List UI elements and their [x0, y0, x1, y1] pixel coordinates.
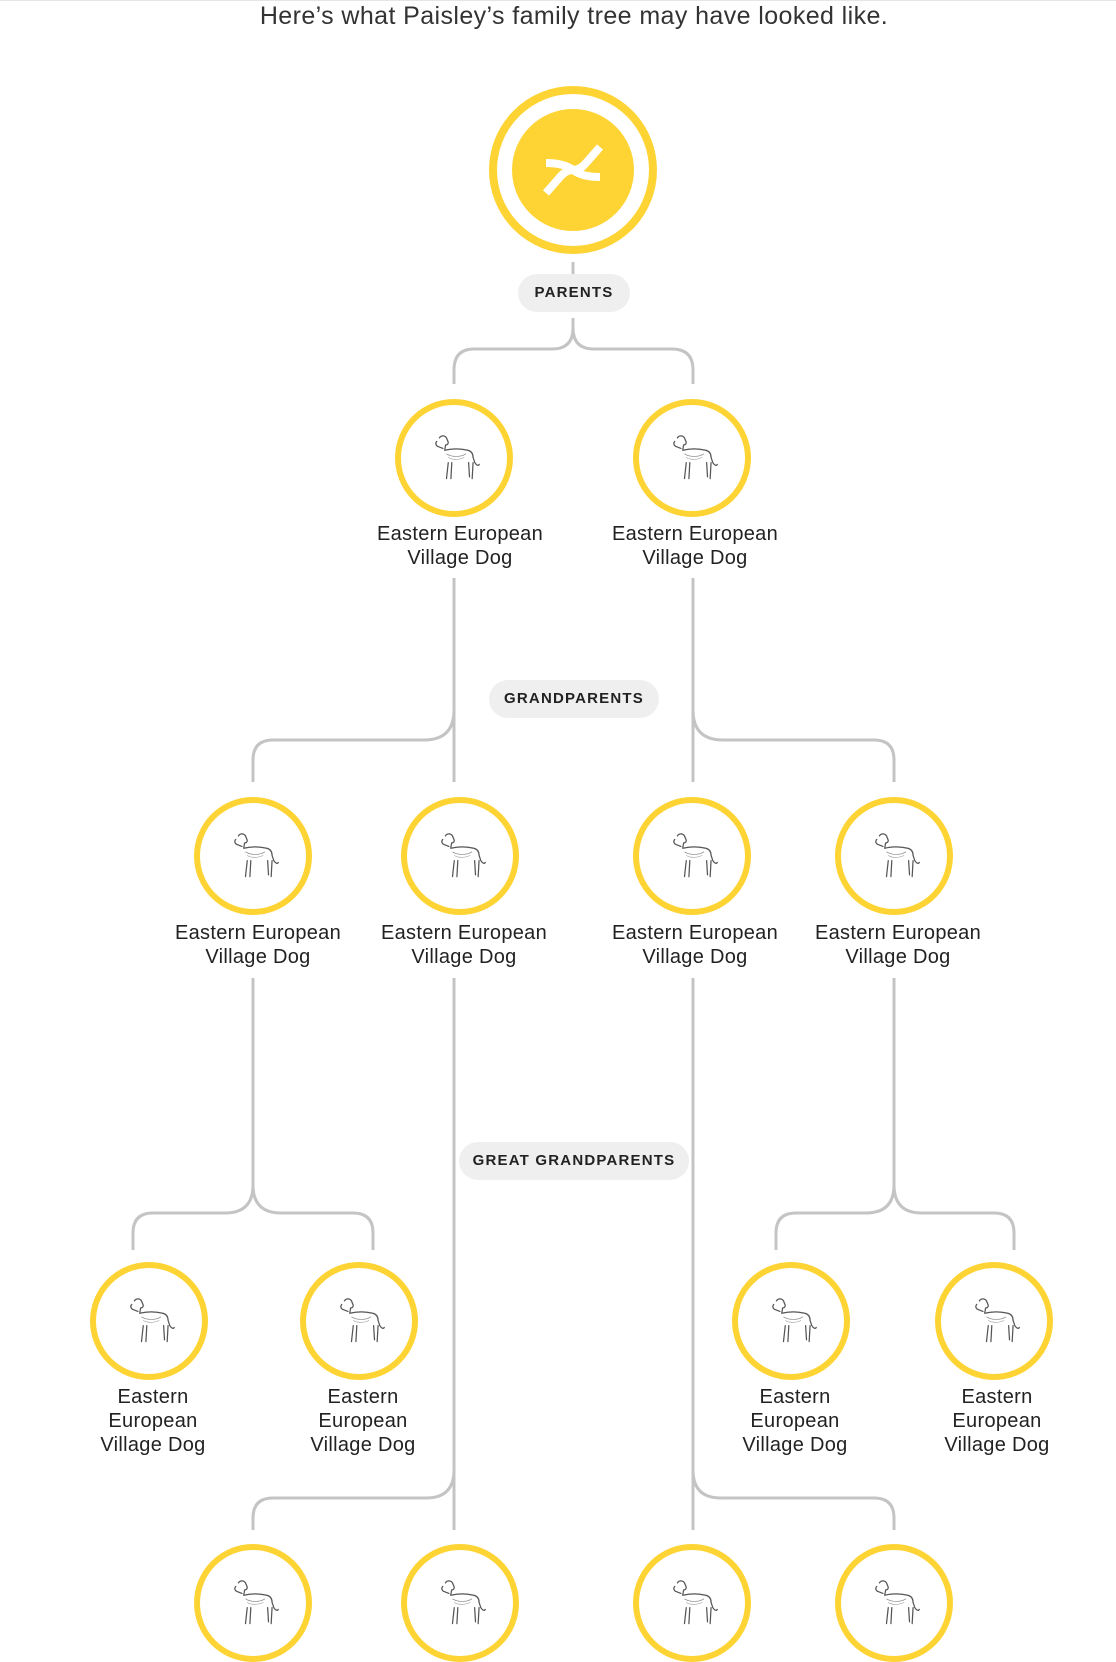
grandparent-circle-2	[401, 797, 519, 915]
great-grandparent-circle-2	[300, 1262, 418, 1380]
dog-icon	[673, 435, 718, 480]
parent-label-1: Eastern European Village Dog	[376, 523, 544, 569]
great-grandparent-circle-6	[401, 1544, 519, 1662]
grandparent-node-3[interactable]	[633, 797, 751, 915]
great-grandparent-circle-7	[633, 1544, 751, 1662]
dog-icon	[975, 1298, 1020, 1343]
great-grandparent-node-2[interactable]	[300, 1262, 418, 1380]
grandparent-label-3: Eastern European Village Dog	[611, 922, 779, 968]
grandparent-label-2: Eastern European Village Dog	[380, 922, 548, 968]
dog-icon	[875, 833, 920, 878]
dog-icon	[441, 833, 486, 878]
grandparent-node-1[interactable]	[194, 797, 312, 915]
great-grandparent-node-5[interactable]	[194, 1544, 312, 1662]
dog-icon	[130, 1298, 175, 1343]
great-grandparent-label-1: Eastern European Village Dog	[100, 1386, 206, 1456]
grandparent-node-4[interactable]	[835, 797, 953, 915]
great-grandparent-node-3[interactable]	[732, 1262, 850, 1380]
section-label-parents: PARENTS	[518, 274, 630, 312]
dog-icon	[875, 1580, 920, 1625]
section-label-grandparents: GRANDPARENTS	[489, 680, 659, 718]
great-grandparent-label-2: Eastern European Village Dog	[310, 1386, 416, 1456]
great-grandparent-circle-8	[835, 1544, 953, 1662]
dog-icon	[234, 833, 279, 878]
dog-icon	[435, 435, 480, 480]
great-grandparent-node-4[interactable]	[935, 1262, 1053, 1380]
page-headline: Here’s what Paisley’s family tree may ha…	[259, 2, 889, 30]
root-dog-node[interactable]	[489, 86, 657, 254]
parent-label-2: Eastern European Village Dog	[611, 523, 779, 569]
grandparent-node-2[interactable]	[401, 797, 519, 915]
section-label-great-grandparents: GREAT GRANDPARENTS	[459, 1142, 689, 1180]
embark-logo-icon	[542, 144, 604, 196]
great-grandparent-label-4: Eastern European Village Dog	[944, 1386, 1050, 1456]
grandparent-label-1: Eastern European Village Dog	[174, 922, 342, 968]
grandparent-circle-4	[835, 797, 953, 915]
dog-icon	[441, 1580, 486, 1625]
great-grandparent-circle-4	[935, 1262, 1053, 1380]
root-inner-circle	[512, 109, 634, 231]
parent-circle-1	[395, 399, 513, 517]
great-grandparent-label-3: Eastern European Village Dog	[742, 1386, 848, 1456]
grandparent-circle-3	[633, 797, 751, 915]
dog-icon	[234, 1580, 279, 1625]
great-grandparent-node-6[interactable]	[401, 1544, 519, 1662]
parent-node-2[interactable]	[633, 399, 751, 517]
dog-icon	[340, 1298, 385, 1343]
parent-circle-2	[633, 399, 751, 517]
great-grandparent-circle-5	[194, 1544, 312, 1662]
great-grandparent-circle-1	[90, 1262, 208, 1380]
dog-icon	[673, 833, 718, 878]
parent-node-1[interactable]	[395, 399, 513, 517]
grandparent-circle-1	[194, 797, 312, 915]
top-divider	[0, 0, 1116, 1]
dog-icon	[673, 1580, 718, 1625]
great-grandparent-node-7[interactable]	[633, 1544, 751, 1662]
grandparent-label-4: Eastern European Village Dog	[814, 922, 982, 968]
great-grandparent-circle-3	[732, 1262, 850, 1380]
great-grandparent-node-8[interactable]	[835, 1544, 953, 1662]
great-grandparent-node-1[interactable]	[90, 1262, 208, 1380]
dog-icon	[772, 1298, 817, 1343]
